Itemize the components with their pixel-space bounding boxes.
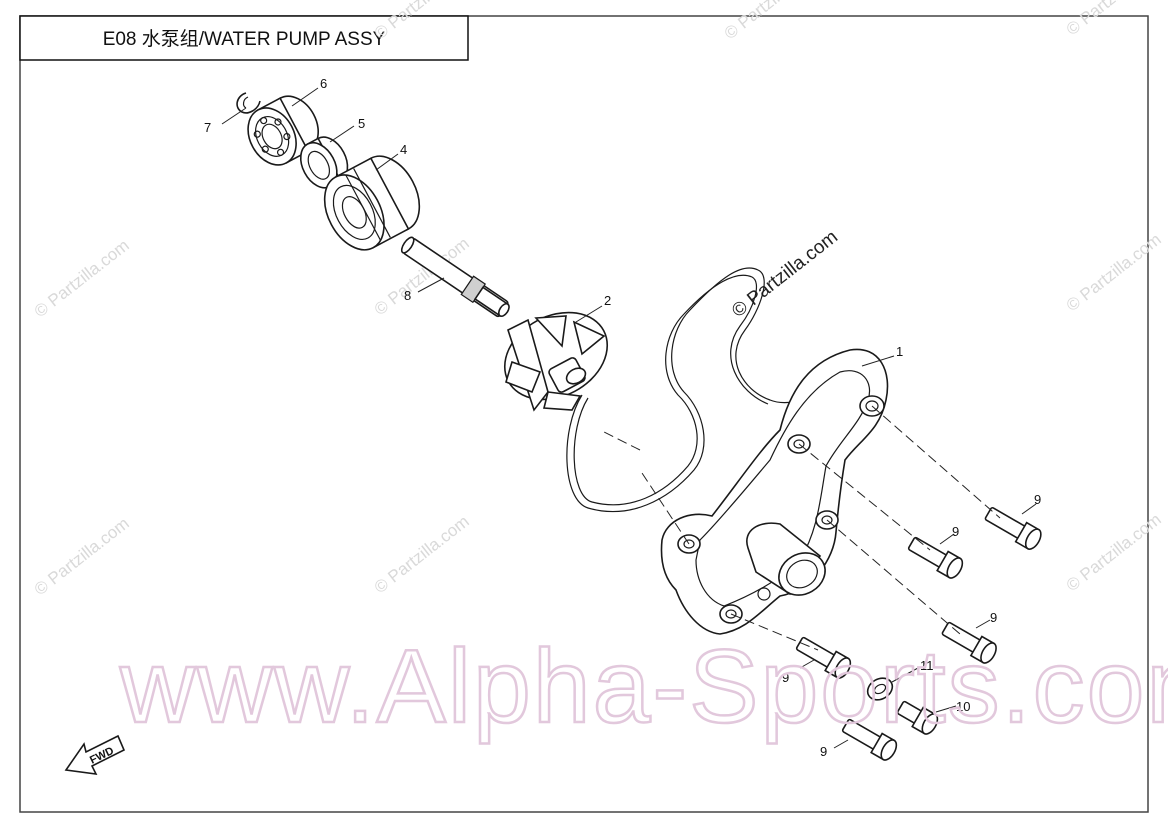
bolt-10 xyxy=(896,700,939,735)
part-mechanical-seal xyxy=(323,155,421,251)
part-o-ring-gasket xyxy=(566,267,861,513)
callout-2: 2 xyxy=(604,293,611,308)
watermark-partzilla: © Partzilla.com xyxy=(31,514,133,600)
part-pump-cover xyxy=(660,348,889,635)
part-circlip xyxy=(236,92,261,114)
callout-9-a: 9 xyxy=(1034,492,1041,507)
washer-11 xyxy=(866,677,894,701)
callouts: 7 6 5 4 8 2 1 9 9 9 9 9 10 11 xyxy=(204,76,1041,759)
watermark-site: www.Alpha-Sports.com xyxy=(119,629,1168,745)
watermark-partzilla: © Partzilla.com xyxy=(371,512,473,598)
watermark-partzilla: © Partzilla.com xyxy=(1063,510,1165,596)
callout-1: 1 xyxy=(896,344,903,359)
bolt-9-middle xyxy=(907,536,964,579)
title-box xyxy=(19,15,469,61)
callout-10: 10 xyxy=(956,699,970,714)
watermark-partzilla: © Partzilla.com xyxy=(1063,230,1165,316)
fwd-arrow: FWD xyxy=(64,734,126,775)
watermark-partzilla: © Partzilla.com xyxy=(1063,0,1165,39)
watermark-partzilla: © Partzilla.com xyxy=(31,236,133,322)
part-bearing xyxy=(247,95,319,166)
bolt-9-upper-right xyxy=(984,507,1042,550)
watermark-partzilla-center: © Partzilla.com xyxy=(728,227,842,322)
part-o-ring-gasket-inner xyxy=(573,274,769,506)
callout-9-d: 9 xyxy=(782,670,789,685)
callout-9-e: 9 xyxy=(820,744,827,759)
watermark-partzilla: © Partzilla.com xyxy=(721,0,823,43)
callout-7: 7 xyxy=(204,120,211,135)
callout-11: 11 xyxy=(920,658,934,673)
callout-9-c: 9 xyxy=(990,610,997,625)
part-impeller xyxy=(503,311,609,412)
callout-5: 5 xyxy=(358,116,365,131)
outer-border xyxy=(19,15,1149,813)
bolt-9-right xyxy=(941,621,997,664)
part-pump-shaft xyxy=(400,236,510,318)
callout-9-b: 9 xyxy=(952,524,959,539)
bolt-9-bottom xyxy=(841,718,898,761)
callout-4: 4 xyxy=(400,142,407,157)
part-oil-seal xyxy=(299,136,349,189)
callout-6: 6 xyxy=(320,76,327,91)
assembly-lines xyxy=(599,405,1001,651)
callout-8: 8 xyxy=(404,288,411,303)
page-title: E08 水泵组/WATER PUMP ASSY xyxy=(103,28,386,50)
